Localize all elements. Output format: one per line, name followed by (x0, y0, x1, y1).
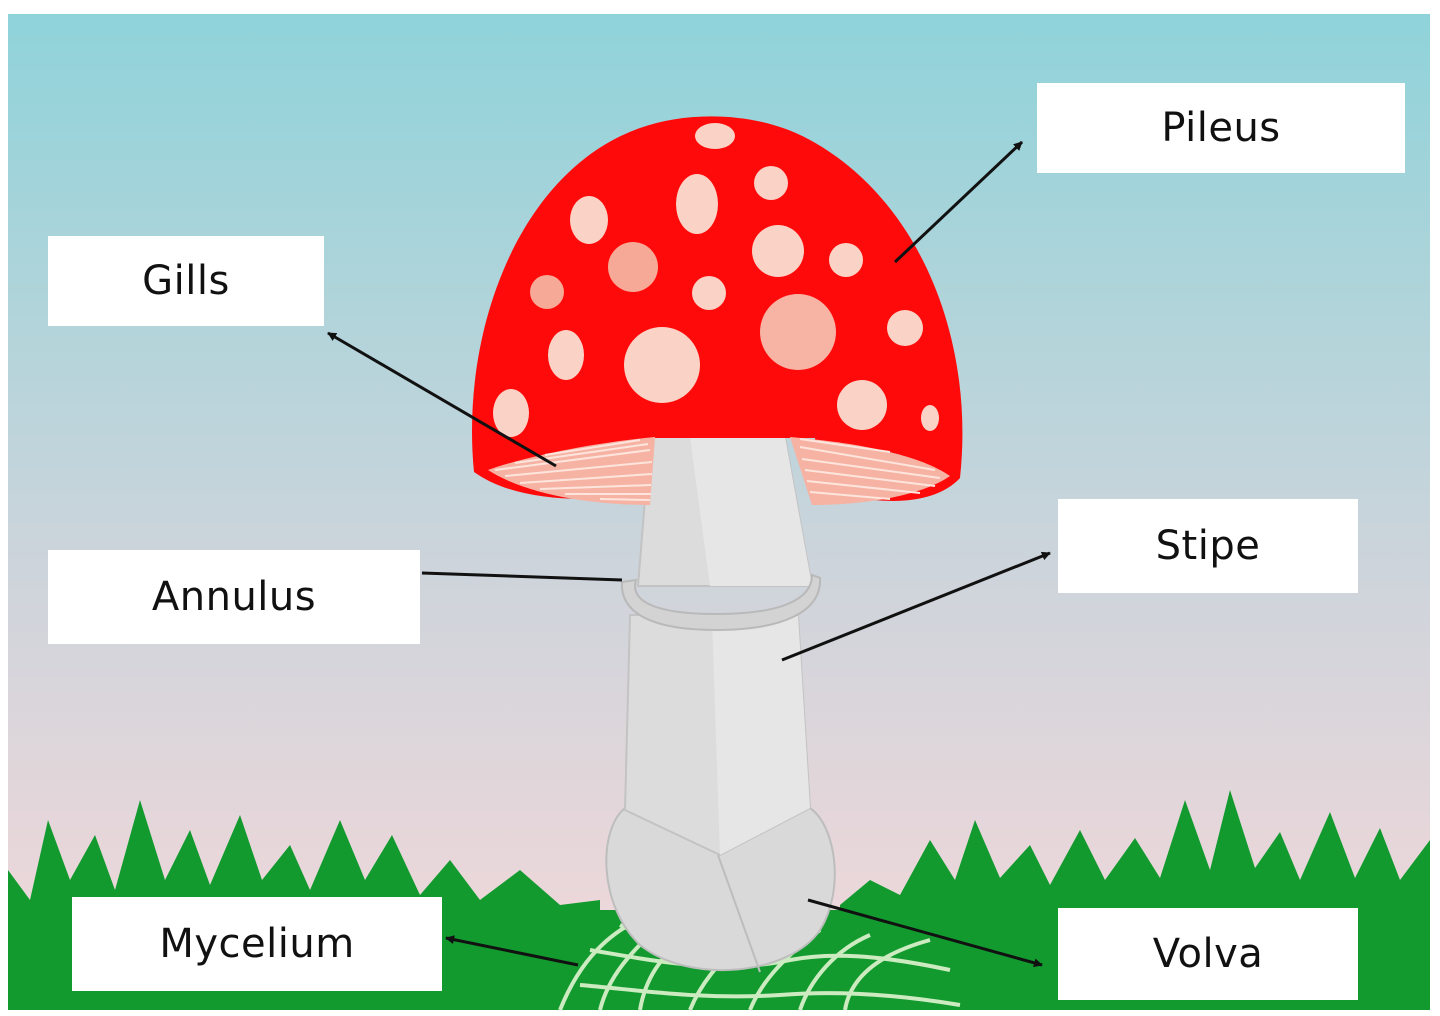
label-stipe-text: Stipe (1155, 523, 1261, 569)
gills-arrow (327, 331, 557, 468)
label-volva: Volva (1058, 908, 1358, 1000)
annulus-line (421, 571, 623, 582)
mycelium-arrow (445, 935, 579, 967)
volva-facet (717, 854, 761, 973)
amanita-cap-icon (472, 116, 963, 505)
label-volva-text: Volva (1152, 931, 1264, 977)
label-annulus-text: Annulus (151, 574, 317, 620)
leader-lines (327, 140, 1051, 968)
stipe-shape-icon (623, 436, 814, 857)
label-mycelium: Mycelium (72, 897, 442, 991)
volva-arrow (807, 898, 1043, 968)
stipe-arrow (781, 551, 1051, 662)
label-mycelium-text: Mycelium (159, 921, 355, 967)
label-pileus-text: Pileus (1161, 105, 1281, 151)
label-annulus: Annulus (48, 550, 420, 644)
label-gills-text: Gills (142, 258, 230, 304)
label-pileus: Pileus (1037, 83, 1405, 173)
label-stipe: Stipe (1058, 499, 1358, 593)
annulus-shape (620, 573, 822, 632)
pileus-arrow (893, 140, 1024, 264)
label-gills: Gills (48, 236, 324, 326)
volva-shape (605, 807, 836, 971)
